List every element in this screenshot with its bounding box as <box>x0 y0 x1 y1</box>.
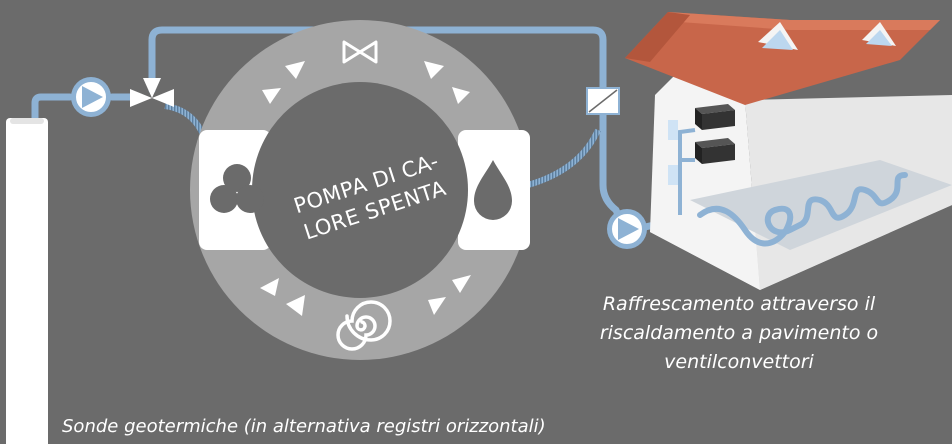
circulation-pump-icon <box>607 209 647 249</box>
expansion-valve-icon <box>342 40 378 64</box>
fan-icon <box>210 164 264 213</box>
circulation-pump-icon <box>71 77 111 117</box>
probes-label: Sonde geotermiche (in alternativa regist… <box>62 416 546 437</box>
flow-direction-arrows <box>260 61 471 316</box>
coiled-hose-right <box>527 128 601 188</box>
heat-pump-ring <box>190 20 530 360</box>
three-way-valve-icon <box>130 78 174 107</box>
cooling-label-line-1: Raffrescamento attraverso il <box>603 293 876 315</box>
heat-exchanger-icon <box>586 87 620 115</box>
house-illustration <box>625 12 952 290</box>
flow-arrow <box>285 61 305 79</box>
flow-arrow <box>260 278 279 296</box>
flow-arrow <box>262 88 281 104</box>
coiled-hose-left <box>164 103 208 142</box>
water-drop-icon <box>474 160 512 220</box>
flow-arrow <box>286 295 305 316</box>
cooling-label-line-3: ventilconvettori <box>664 351 814 373</box>
fan-coil-unit <box>695 138 735 164</box>
fan-coil-unit <box>695 104 735 130</box>
spiral-compressor-icon <box>336 300 392 351</box>
cooling-label-line-2: riscaldamento a pavimento o <box>600 322 878 344</box>
flow-arrow <box>424 61 444 79</box>
flow-arrow <box>452 87 470 104</box>
flow-arrow <box>428 297 446 315</box>
underfloor-heating-coil <box>697 172 908 247</box>
ground-probe <box>6 118 48 444</box>
flow-arrow <box>452 275 471 293</box>
